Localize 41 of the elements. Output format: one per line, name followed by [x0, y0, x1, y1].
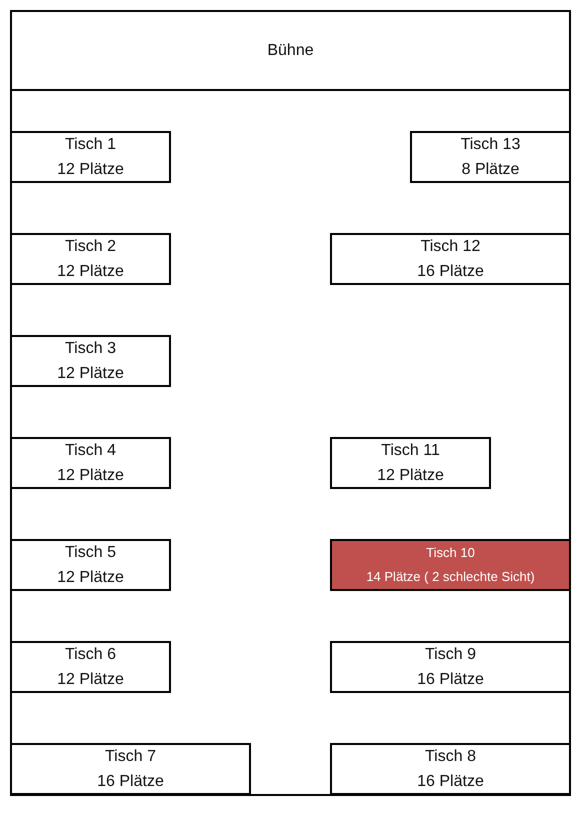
- seat-count: 16 Plätze: [417, 262, 484, 282]
- seat-count: 12 Plätze: [377, 466, 444, 486]
- table-box: [10, 233, 171, 285]
- table-box: [330, 233, 571, 285]
- seat-count: 16 Plätze: [417, 772, 484, 792]
- table-name: Tisch 8: [425, 747, 476, 767]
- seat-count: 12 Plätze: [57, 364, 124, 384]
- table-box: [410, 131, 571, 183]
- table-name: Tisch 10: [426, 544, 475, 562]
- table-name: Tisch 2: [65, 237, 116, 257]
- table-box: [10, 335, 171, 387]
- table-box: [330, 641, 571, 693]
- table-box: [10, 641, 171, 693]
- seat-count: 12 Plätze: [57, 466, 124, 486]
- table-box: [10, 437, 171, 489]
- table-name: Tisch 11: [381, 441, 440, 461]
- table-name: Tisch 3: [65, 339, 116, 359]
- table-name: Tisch 7: [105, 747, 156, 767]
- table-box: [330, 539, 571, 591]
- seat-count: 16 Plätze: [417, 670, 484, 690]
- table-box: [10, 743, 251, 795]
- seat-count: 16 Plätze: [97, 772, 164, 792]
- table-box: [330, 743, 571, 795]
- table-name: Tisch 1: [65, 135, 116, 155]
- seat-count: 14 Plätze ( 2 schlechte Sicht): [366, 568, 535, 586]
- stage-label: Bühne: [267, 41, 314, 61]
- seat-count: 8 Plätze: [462, 160, 520, 180]
- table-box: [10, 131, 171, 183]
- seat-count: 12 Plätze: [57, 670, 124, 690]
- seat-count: 12 Plätze: [57, 160, 124, 180]
- table-name: Tisch 13: [460, 135, 520, 155]
- table-box: [10, 539, 171, 591]
- seat-count: 12 Plätze: [57, 568, 124, 588]
- room-outline: [10, 10, 571, 796]
- table-box: [330, 437, 491, 489]
- table-name: Tisch 4: [65, 441, 116, 461]
- table-name: Tisch 9: [425, 645, 476, 665]
- table-name: Tisch 6: [65, 645, 116, 665]
- table-name: Tisch 12: [420, 237, 480, 257]
- seat-count: 12 Plätze: [57, 262, 124, 282]
- table-name: Tisch 5: [65, 543, 116, 563]
